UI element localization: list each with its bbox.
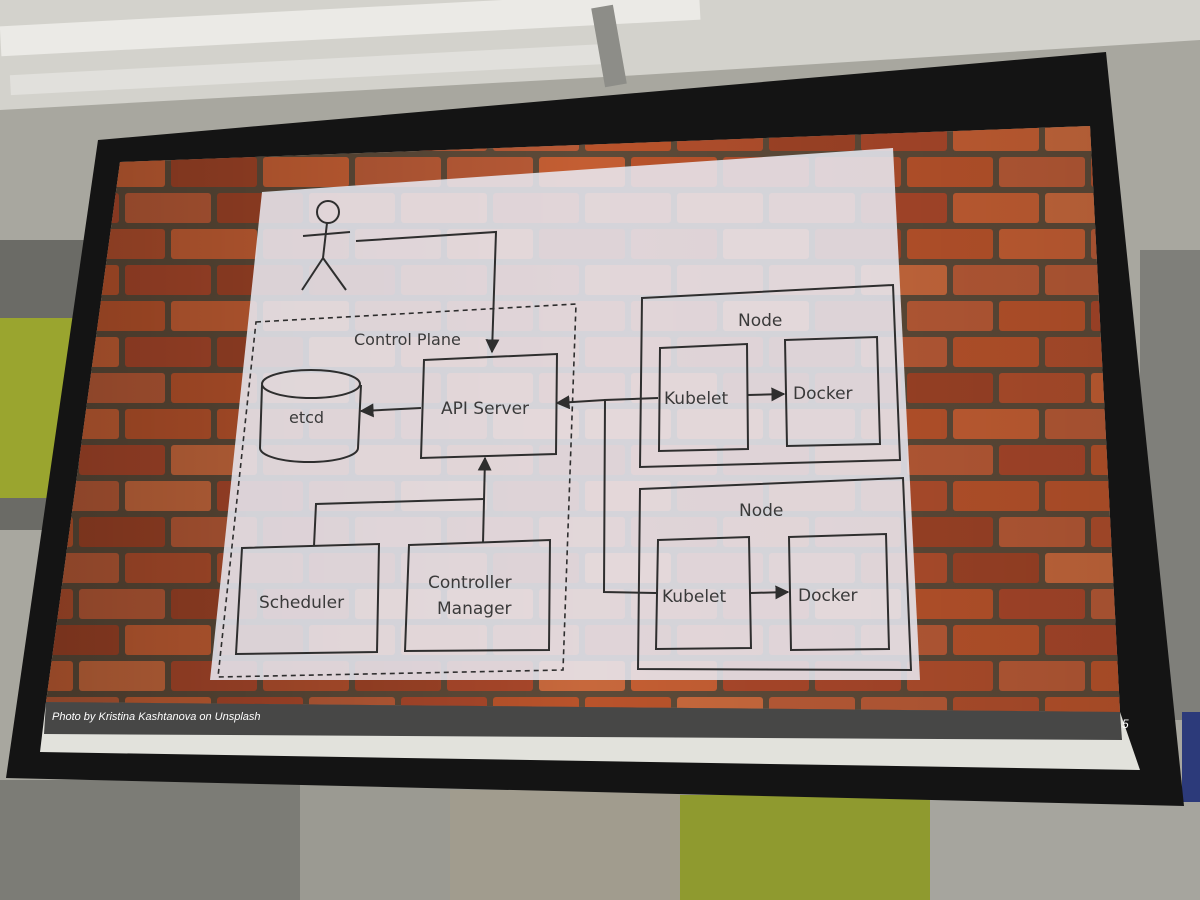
control-plane-label: Control Plane (354, 330, 461, 349)
api-server-box (419, 352, 559, 460)
user-to-api-arrow (355, 230, 500, 354)
scheduler-box (234, 542, 381, 656)
diagram-panel: Control Plane etcd API Server Scheduler … (210, 148, 920, 680)
kubelet-1-box (657, 342, 750, 453)
control-plane-boundary (217, 303, 577, 678)
kubelet-2-box (654, 535, 753, 651)
node-2-box (636, 476, 913, 672)
kubelet-2-label: Kubelet (662, 587, 727, 607)
api-to-etcd-arrow (359, 403, 422, 418)
controller-manager-label-line1: Controller (428, 573, 512, 593)
scheduler-label: Scheduler (259, 593, 344, 613)
controller-manager-box (403, 538, 552, 653)
etcd-label: etcd (289, 408, 324, 427)
docker-1-box (783, 335, 882, 448)
kubelets-to-api-connector (602, 397, 659, 594)
node-1-label: Node (738, 311, 782, 331)
api-server-label: API Server (441, 399, 529, 419)
etcd-database (258, 369, 362, 463)
kubelet-1-to-docker-1-arrow (747, 387, 786, 402)
docker-2-label: Docker (798, 586, 858, 606)
kubelet-1-label: Kubelet (664, 389, 729, 409)
kubelet-to-api-arrow (555, 395, 606, 410)
controller-manager-label-line2: Manager (437, 599, 512, 619)
user-icon (301, 200, 351, 291)
node-2-label: Node (739, 501, 783, 521)
docker-1-label: Docker (793, 384, 853, 404)
node-1-box (638, 283, 902, 469)
caption-bar (44, 702, 1122, 740)
controller-to-api-arrow (477, 456, 492, 544)
docker-2-box (787, 532, 891, 652)
photo-credit: Photo by Kristina Kashtanova on Unsplash (52, 711, 261, 723)
scheduler-to-api-connector (313, 498, 485, 547)
page-number: 5 (1122, 717, 1129, 731)
kubelet-2-to-docker-2-arrow (750, 585, 790, 600)
